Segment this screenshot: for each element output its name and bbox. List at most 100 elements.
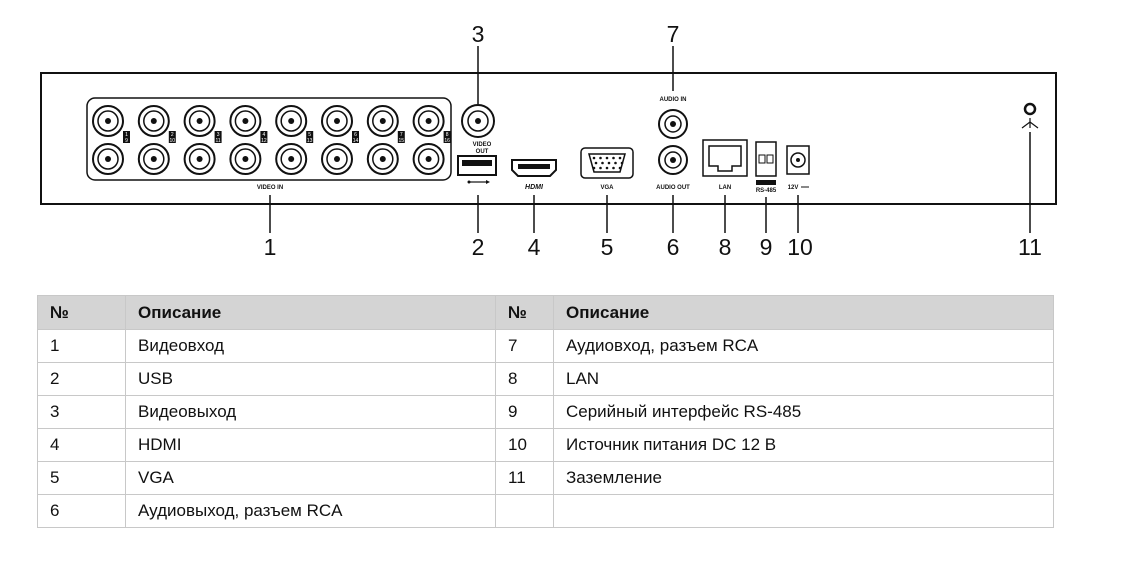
vga-label: VGA bbox=[600, 185, 614, 191]
cell-description: Видеовход bbox=[125, 329, 496, 363]
callout-4: 4 bbox=[528, 234, 541, 260]
table-header-row: № Описание № Описание bbox=[37, 295, 1054, 330]
channel-number-tag: 16 bbox=[443, 137, 451, 144]
bnc-connector bbox=[412, 143, 445, 175]
svg-text:13: 13 bbox=[307, 138, 313, 144]
svg-text:1: 1 bbox=[125, 132, 128, 138]
cell-number: 9 bbox=[495, 395, 554, 429]
bnc-connector bbox=[366, 105, 399, 137]
channel-number-tag: 10 bbox=[168, 137, 176, 144]
bnc-connector bbox=[321, 105, 353, 137]
cell-description: Заземление bbox=[553, 461, 1054, 495]
video-out-label-2: OUT bbox=[476, 149, 489, 155]
cell-number: 10 bbox=[495, 428, 554, 462]
video-out-label-1: VIDEO bbox=[473, 142, 492, 148]
lan-port bbox=[702, 139, 748, 177]
usb-port bbox=[457, 155, 497, 176]
callout-2: 2 bbox=[472, 234, 485, 260]
usb-icon bbox=[467, 180, 490, 184]
cell-number: 6 bbox=[37, 494, 126, 528]
video-out-connector bbox=[461, 104, 495, 138]
callout-6: 6 bbox=[667, 234, 680, 260]
channel-number-tag: 2 bbox=[168, 131, 176, 138]
callout-10: 10 bbox=[787, 234, 813, 260]
callout-9: 9 bbox=[760, 234, 773, 260]
cell-description bbox=[553, 494, 1054, 528]
cell-number: 5 bbox=[37, 461, 126, 495]
ground-terminal bbox=[1023, 102, 1037, 116]
svg-text:5: 5 bbox=[308, 132, 311, 138]
svg-text:12: 12 bbox=[261, 138, 267, 144]
cell-number: 4 bbox=[37, 428, 126, 462]
svg-text:15: 15 bbox=[399, 138, 405, 144]
cell-description: LAN bbox=[553, 362, 1054, 396]
svg-text:4: 4 bbox=[263, 132, 266, 138]
cell-description: VGA bbox=[125, 461, 496, 495]
cell-number: 1 bbox=[37, 329, 126, 363]
audio-out-label: AUDIO OUT bbox=[656, 185, 690, 191]
video-in-label: VIDEO IN bbox=[257, 185, 283, 191]
table-row: 1 Видеовход 7 Аудиовход, разъем RCA bbox=[37, 329, 1054, 363]
channel-number-tag: 11 bbox=[214, 137, 222, 144]
hdmi-port bbox=[511, 159, 557, 177]
svg-text:2: 2 bbox=[171, 132, 174, 138]
cell-number: 7 bbox=[495, 329, 554, 363]
svg-text:16: 16 bbox=[444, 138, 450, 144]
cell-number: 8 bbox=[495, 362, 554, 396]
channel-number-tag: 6 bbox=[352, 131, 359, 138]
svg-text:8: 8 bbox=[446, 132, 449, 138]
cell-description: Видеовыход bbox=[125, 395, 496, 429]
svg-text:3: 3 bbox=[217, 132, 220, 138]
audio-in-connector bbox=[658, 109, 688, 139]
bnc-connector bbox=[92, 105, 124, 137]
channel-number-tag: 8 bbox=[443, 131, 451, 138]
ground-icon bbox=[1021, 118, 1039, 129]
callout-1: 1 bbox=[264, 234, 277, 260]
header-description-right: Описание bbox=[553, 295, 1054, 330]
callout-3: 3 bbox=[472, 21, 485, 47]
hdmi-label: HDMI bbox=[525, 184, 544, 191]
svg-text:6: 6 bbox=[354, 132, 357, 138]
table-row: 2 USB 8 LAN bbox=[37, 362, 1054, 396]
channel-number-tag: 5 bbox=[306, 131, 314, 138]
bnc-connector bbox=[137, 143, 170, 175]
cell-description: Аудиовход, разъем RCA bbox=[553, 329, 1054, 363]
channel-number-tag: 12 bbox=[260, 137, 268, 144]
channel-number-tag: 15 bbox=[397, 137, 405, 144]
svg-text:11: 11 bbox=[215, 138, 220, 144]
cell-description: USB bbox=[125, 362, 496, 396]
header-number-left: № bbox=[37, 295, 126, 330]
channel-number-tag: 13 bbox=[306, 137, 314, 144]
audio-in-label: AUDIO IN bbox=[660, 97, 687, 103]
table-row: 3 Видеовыход 9 Серийный интерфейс RS-485 bbox=[37, 395, 1054, 429]
callout-11: 11 bbox=[1018, 234, 1042, 260]
cell-number: 3 bbox=[37, 395, 126, 429]
channel-number-tag: 4 bbox=[260, 131, 268, 138]
bnc-connector bbox=[183, 143, 216, 175]
callout-7: 7 bbox=[667, 21, 680, 47]
svg-text:14: 14 bbox=[353, 138, 359, 144]
cell-description: Серийный интерфейс RS-485 bbox=[553, 395, 1054, 429]
bnc-connector bbox=[92, 143, 124, 175]
rs485-label: RS-485 bbox=[756, 188, 777, 194]
cell-number: 11 bbox=[495, 461, 554, 495]
header-number-right: № bbox=[495, 295, 554, 330]
lan-label: LAN bbox=[719, 185, 731, 191]
rs485-terminal bbox=[755, 141, 777, 185]
bnc-connector bbox=[229, 143, 262, 175]
channel-number-tag: 1 bbox=[123, 131, 130, 138]
svg-text:10: 10 bbox=[170, 138, 176, 144]
cell-number: 2 bbox=[37, 362, 126, 396]
cell-description: HDMI bbox=[125, 428, 496, 462]
bnc-connector bbox=[321, 143, 353, 175]
channel-number-tag: 3 bbox=[214, 131, 222, 138]
header-description-left: Описание bbox=[125, 295, 496, 330]
bnc-connector bbox=[412, 105, 445, 137]
table-row: 5 VGA 11 Заземление bbox=[37, 461, 1054, 495]
bnc-connector bbox=[183, 105, 216, 137]
table-row: 4 HDMI 10 Источник питания DC 12 В bbox=[37, 428, 1054, 462]
bnc-connector bbox=[366, 143, 399, 175]
bnc-connector bbox=[229, 105, 262, 137]
